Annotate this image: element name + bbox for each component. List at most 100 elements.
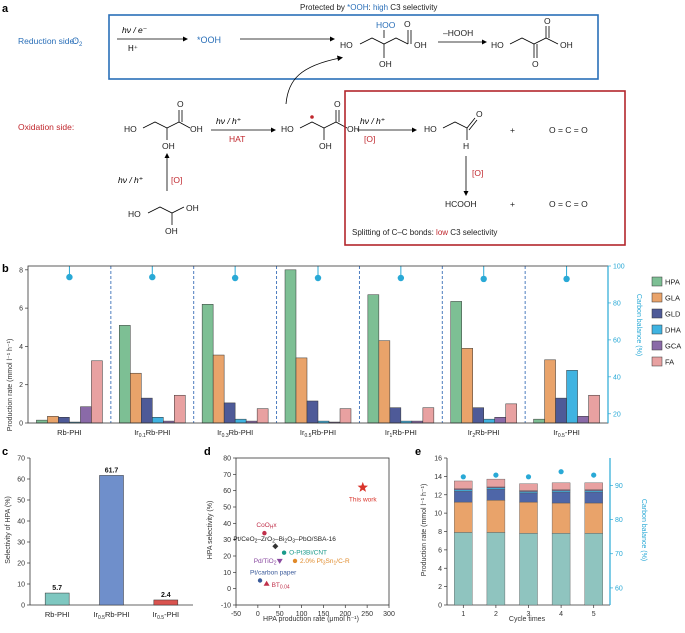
panel-a-label: a	[2, 3, 9, 15]
radical-dot	[310, 115, 314, 119]
panel-d-point-label-7: BT0.04	[272, 582, 290, 591]
panel-b-category-2: Ir0.3Rb-PHI	[217, 428, 253, 439]
panel-b-y2tick-label: 100	[613, 264, 625, 271]
panel-d-point-label-2: Pt/CeO2–ZrO2–Bi2O3–PbO/SBA-16	[233, 536, 336, 545]
legend-swatch-fa	[651, 356, 663, 367]
glycerol-molecule	[147, 206, 185, 225]
panel-e-bar-dha-2	[519, 491, 538, 494]
svg-text:HO: HO	[281, 124, 294, 134]
hv-h-label-2: hν / h⁺	[360, 116, 385, 126]
panel-e-bar-gld-0	[454, 490, 473, 503]
panel-d-point-circle	[257, 578, 263, 583]
panel-e-xtick-label-4: 5	[592, 611, 596, 618]
panel-e-bar-gld-3	[551, 491, 571, 504]
panel-e-bar-dha-3	[551, 490, 571, 493]
panel-d-point-label-1: CoOHx	[256, 522, 277, 531]
panel-c-data-label-1: 61.7	[105, 467, 119, 474]
hydroxypyruvic-acid	[509, 26, 559, 58]
panel-e-bar-hpa-3	[551, 533, 571, 606]
bar-gca-5	[494, 417, 506, 424]
svg-text:HO: HO	[128, 209, 141, 219]
bar-gca-0	[80, 406, 92, 424]
hv-e-label: hν / e⁻	[122, 25, 147, 35]
bar-dha-6	[566, 370, 578, 424]
panel-d-xlabel: HPA production rate (μmol h⁻¹)	[263, 616, 359, 623]
panel-e-bar-gld-4	[584, 491, 603, 504]
panel-c-data-label-0: 5.7	[52, 585, 62, 592]
panel-e-bar-fa-1	[486, 478, 506, 488]
svg-text:HO: HO	[491, 40, 504, 50]
panel-b-category-5: Ir2Rb-PHI	[468, 428, 500, 439]
panel-e-carbon-point-1	[493, 472, 499, 478]
bar-gld-0	[58, 417, 70, 424]
panel-b-y2tick-label: 40	[613, 374, 621, 381]
panel-d-point-label-5: 2.0% Pt3Sn1/C-R	[300, 558, 350, 567]
panel-e-carbon-point-0	[460, 474, 466, 480]
panel-e-xlabel: Cycle times	[509, 616, 546, 623]
legend-swatch-gca	[651, 340, 663, 351]
radical-molecule	[299, 110, 348, 140]
hooh-removal-label: –HOOH	[443, 28, 473, 38]
panel-c-ytick-label: 40	[17, 519, 25, 526]
ooh-label: *OOH	[197, 35, 221, 45]
bar-fa-4	[422, 407, 435, 424]
panel-d-point-star	[357, 481, 368, 492]
panel-b-ytick-label: 8	[19, 267, 23, 274]
panel-e-xtick-label-0: 1	[461, 611, 465, 618]
panel-c-data-label-2: 2.4	[161, 592, 171, 599]
panel-e-ytick-label: 6	[438, 547, 442, 554]
o2-label: O2	[72, 36, 83, 48]
svg-text:O: O	[177, 99, 184, 109]
bar-gld-6	[555, 397, 567, 424]
svg-text:OH: OH	[190, 124, 203, 134]
bar-gld-2	[223, 402, 236, 424]
legend-swatch-gla	[651, 292, 663, 303]
hoo-label: HOO	[376, 20, 396, 30]
svg-text:O: O	[532, 59, 539, 69]
legend-swatch-hpa	[651, 276, 663, 287]
panel-e-y2tick-label: 90	[615, 483, 623, 490]
panel-e-ytick-label: 0	[438, 603, 442, 610]
plus-2: +	[510, 199, 515, 209]
panel-d-ytick-label: 50	[223, 505, 231, 512]
o-bracket-label-2: [O]	[472, 168, 483, 178]
panel-e-bar-fa-0	[454, 480, 473, 489]
panel-b-ytick-label: 6	[19, 306, 23, 313]
bar-gld-1	[141, 397, 153, 424]
o-bracket-label-3: [O]	[171, 175, 182, 185]
svg-text:HO: HO	[340, 40, 353, 50]
h-plus-label: H⁺	[128, 44, 138, 53]
panel-d-ytick-label: 70	[223, 472, 231, 479]
panel-a: a Protected by *OOH: high C3 selectivity…	[2, 3, 626, 246]
panel-e-xtick-label-2: 3	[527, 611, 531, 618]
panel-d-ytick-label: 60	[223, 488, 231, 495]
svg-text:OH: OH	[560, 40, 573, 50]
panel-e-bar-fa-2	[519, 483, 538, 491]
svg-text:O: O	[544, 16, 551, 26]
bar-gld-5	[472, 407, 484, 424]
panel-e-bar-dha-1	[486, 487, 506, 490]
svg-text:HO: HO	[424, 124, 437, 134]
panel-e-carbon-point-2	[525, 474, 532, 480]
panel-e-bar-dha-0	[454, 489, 473, 492]
bar-fa-1	[174, 394, 186, 424]
bar-dha-1	[152, 417, 164, 424]
carbon-balance-point-6	[563, 275, 570, 283]
bar-gla-2	[212, 354, 225, 424]
panel-e-xtick-label-1: 2	[494, 611, 498, 618]
panel-e-bar-hpa-1	[486, 532, 506, 606]
svg-text:OH: OH	[347, 124, 360, 134]
panel-c-category-2: Ir0.5-PHI	[153, 610, 180, 621]
panel-d-xtick-label: 100	[296, 611, 308, 618]
panel-d-frame	[235, 457, 390, 606]
bar-fa-2	[256, 408, 269, 424]
legend-label-gld: GLD	[665, 310, 681, 319]
panel-e-y2tick-label: 70	[615, 551, 623, 558]
panel-e-bar-fa-4	[584, 482, 603, 490]
hcooh-label: HCOOH	[445, 199, 477, 209]
panel-e-xtick-label-3: 4	[559, 611, 563, 618]
panel-d-label: d	[204, 446, 211, 458]
panel-c-category-1: Ir0.5Rb-PHI	[93, 610, 129, 621]
bar-fa-5	[505, 403, 517, 424]
